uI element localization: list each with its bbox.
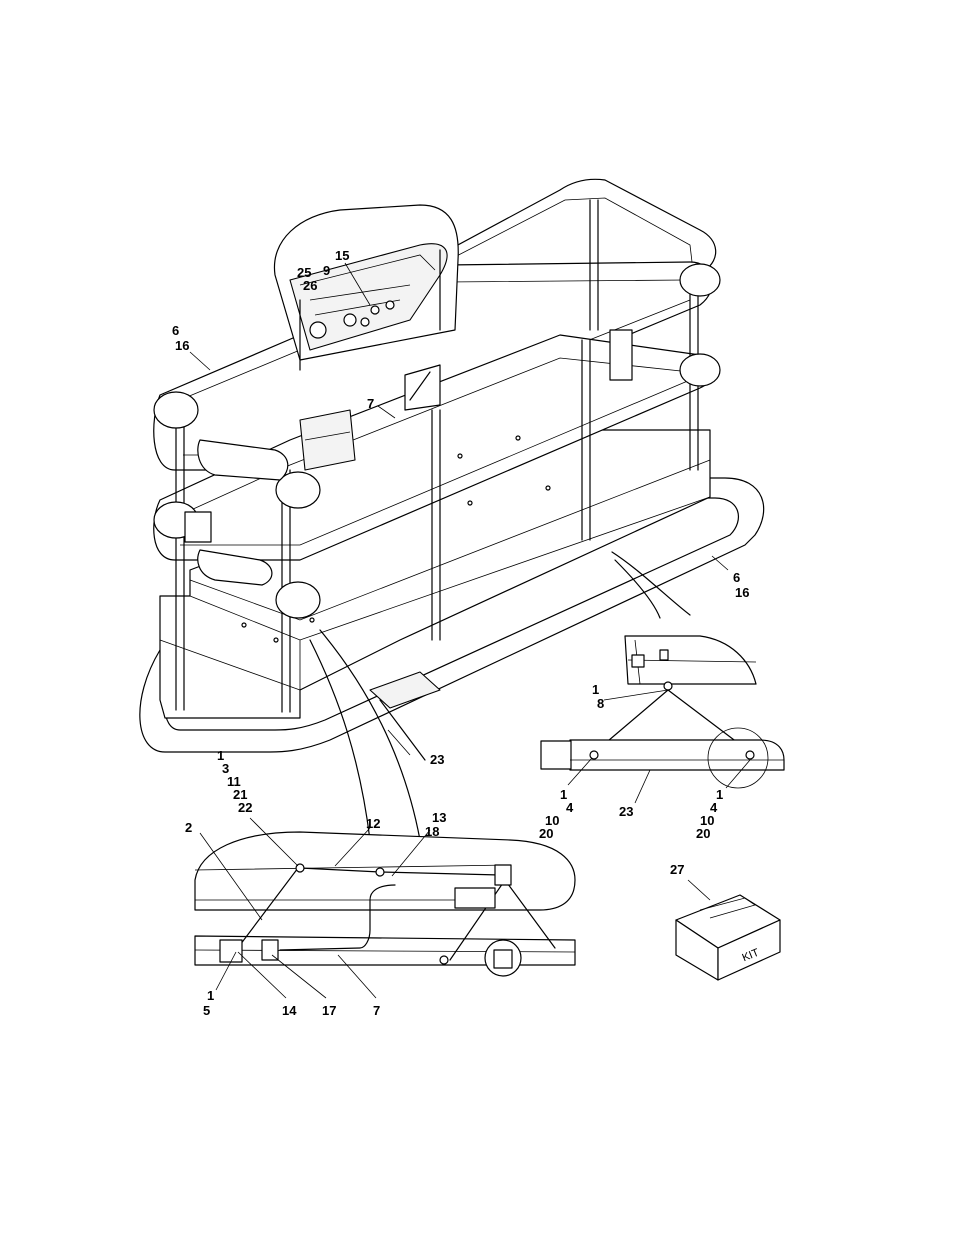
callout-4-bar-left: 4	[566, 800, 574, 815]
callout-8: 8	[597, 696, 604, 711]
callout-11: 11	[227, 774, 241, 789]
callout-23-center: 23	[430, 752, 444, 767]
callout-10-bar-left: 10	[545, 813, 559, 828]
callout-14: 14	[282, 1003, 297, 1018]
mount-bracket-detail	[540, 635, 785, 789]
callout-7-upper: 7	[367, 396, 374, 411]
callout-27: 27	[670, 862, 684, 877]
callout-21: 21	[233, 787, 247, 802]
callout-1-left: 1	[217, 748, 224, 763]
callout-4-bar-right: 4	[710, 800, 718, 815]
callout-26: 26	[303, 278, 317, 293]
callout-1-lower-left: 1	[207, 988, 214, 1003]
callout-9: 9	[323, 263, 330, 278]
callout-2: 2	[185, 820, 192, 835]
callout-20-bar-left: 20	[539, 826, 553, 841]
callout-1-top-right: 1	[592, 682, 599, 697]
uprights	[175, 199, 699, 713]
callout-3: 3	[222, 761, 229, 776]
callout-5: 5	[203, 1003, 210, 1018]
entry-gate	[184, 439, 289, 586]
callout-6-right: 6	[733, 570, 740, 585]
callout-1-bar-left: 1	[560, 787, 567, 802]
callout-10-bar-right: 10	[700, 813, 714, 828]
callout-13: 13	[432, 810, 446, 825]
callout-16-right: 16	[735, 585, 749, 600]
callout-leaders	[189, 262, 751, 999]
callout-23-bar: 23	[619, 804, 633, 819]
callout-22: 22	[238, 800, 252, 815]
control-console	[273, 204, 459, 411]
callout-25: 25	[297, 265, 311, 280]
callout-17: 17	[322, 1003, 336, 1018]
callout-20-bar-right: 20	[696, 826, 710, 841]
callout-18: 18	[425, 824, 439, 839]
basket-floor	[159, 429, 711, 719]
kit-box: KIT	[675, 894, 781, 981]
callout-7-lower: 7	[373, 1003, 380, 1018]
callout-labels: 15 25 9 26 6 16 7 6 16 1 8 23 1 3 11 21 …	[172, 248, 749, 1018]
detail-leader-curves	[309, 551, 691, 841]
callout-12: 12	[366, 816, 380, 831]
callout-15: 15	[335, 248, 349, 263]
platform-basket-illustration	[139, 178, 765, 761]
callout-6-upper: 6	[172, 323, 179, 338]
cable-routing-detail	[194, 831, 576, 977]
callout-1-bar-right: 1	[716, 787, 723, 802]
callout-16-upper: 16	[175, 338, 189, 353]
